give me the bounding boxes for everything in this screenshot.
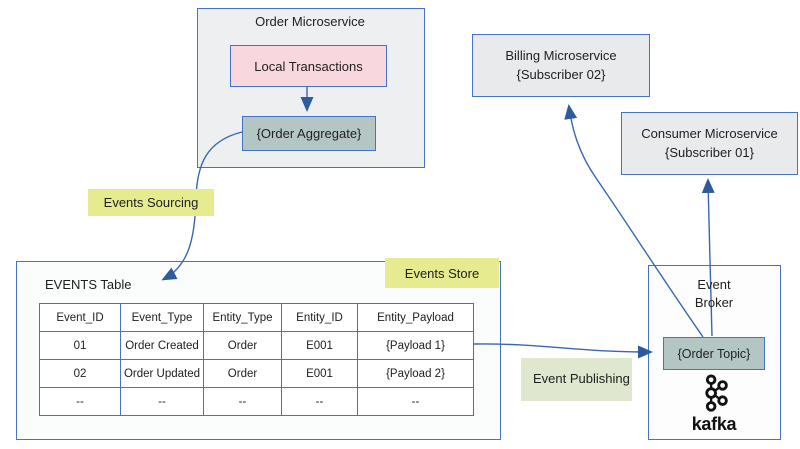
table-cell: -- (281, 387, 358, 416)
table-cell: E001 (281, 359, 358, 388)
table-cell: Order (203, 331, 282, 360)
order-aggregate-node: {Order Aggregate} (242, 116, 376, 151)
billing-microservice-box: Billing Microservice {Subscriber 02} (472, 34, 650, 97)
table-header-cell: Entity_ID (281, 303, 358, 332)
table-header-cell: Entity_Type (203, 303, 282, 332)
table-row: 01 Order Created Order E001 {Payload 1} (39, 331, 474, 360)
table-header-cell: Entity_Payload (357, 303, 474, 332)
table-header-cell: Event_Type (120, 303, 204, 332)
table-header-row: Event_ID Event_Type Entity_Type Entity_I… (39, 303, 474, 332)
event-broker-title: Event Broker (694, 277, 734, 310)
local-transactions-node: Local Transactions (230, 45, 387, 87)
consumer-microservice-box: Consumer Microservice {Subscriber 01} (621, 112, 798, 175)
table-cell: 02 (39, 359, 121, 388)
table-cell: Order Updated (120, 359, 204, 388)
table-row: 02 Order Updated Order E001 {Payload 2} (39, 359, 474, 388)
events-sourcing-label: Events Sourcing (88, 189, 214, 216)
table-cell: 01 (39, 331, 121, 360)
table-cell: {Payload 2} (357, 359, 474, 388)
kafka-icon (705, 374, 728, 412)
events-table: Event_ID Event_Type Entity_Type Entity_I… (39, 303, 474, 416)
table-cell: E001 (281, 331, 358, 360)
table-cell: -- (120, 387, 204, 416)
kafka-wordmark: kafka (691, 414, 737, 434)
table-cell: Order Created (120, 331, 204, 360)
billing-microservice-subscriber: {Subscriber 02} (516, 66, 606, 82)
table-header-cell: Event_ID (39, 303, 121, 332)
events-table-title: EVENTS Table (45, 277, 132, 292)
table-cell: -- (39, 387, 121, 416)
table-cell: Order (203, 359, 282, 388)
kafka-logo: kafka (683, 374, 745, 433)
billing-microservice-name: Billing Microservice (505, 47, 617, 63)
table-cell: {Payload 1} (357, 331, 474, 360)
order-microservice-title: Order Microservice (255, 14, 365, 29)
event-publishing-label: Event Publishing (521, 358, 632, 401)
table-cell: -- (357, 387, 474, 416)
consumer-microservice-subscriber: {Subscriber 01} (665, 144, 754, 160)
order-topic-node: {Order Topic} (663, 337, 765, 370)
table-row: -- -- -- -- -- (39, 387, 474, 416)
consumer-microservice-name: Consumer Microservice (641, 125, 778, 141)
events-store-label: Events Store (385, 258, 499, 288)
table-cell: -- (203, 387, 282, 416)
